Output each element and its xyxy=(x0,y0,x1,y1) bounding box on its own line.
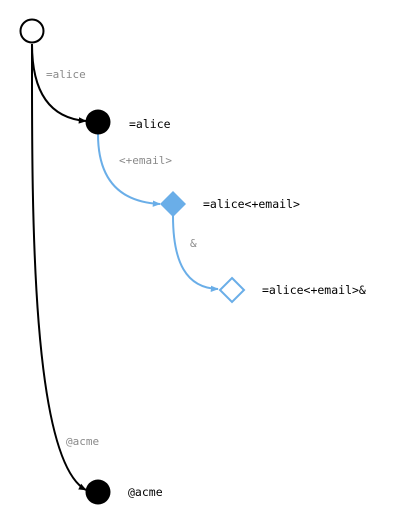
edge-label-and: & xyxy=(190,237,197,250)
acme-node-filled-circle xyxy=(85,479,111,505)
node-label-alice-email: =alice<+email> xyxy=(203,197,300,211)
edge-label-email: <+email> xyxy=(119,154,172,167)
alice-node-filled-circle xyxy=(85,109,111,135)
root-node-open-circle xyxy=(19,18,45,44)
node-label-alice-email-and: =alice<+email>& xyxy=(262,283,366,297)
edge-alice-to-email xyxy=(97,133,161,207)
edge-label-acme: @acme xyxy=(66,435,99,448)
edge-root-to-alice xyxy=(31,43,87,124)
edge-email-to-and xyxy=(172,215,219,292)
alice-email-and-node-open-diamond xyxy=(218,276,246,304)
edge-label-alice: =alice xyxy=(46,68,86,81)
node-label-alice: =alice xyxy=(129,117,171,131)
node-label-acme: @acme xyxy=(128,485,163,499)
alice-email-node-filled-diamond xyxy=(160,191,186,217)
edge-root-to-acme xyxy=(30,43,87,491)
